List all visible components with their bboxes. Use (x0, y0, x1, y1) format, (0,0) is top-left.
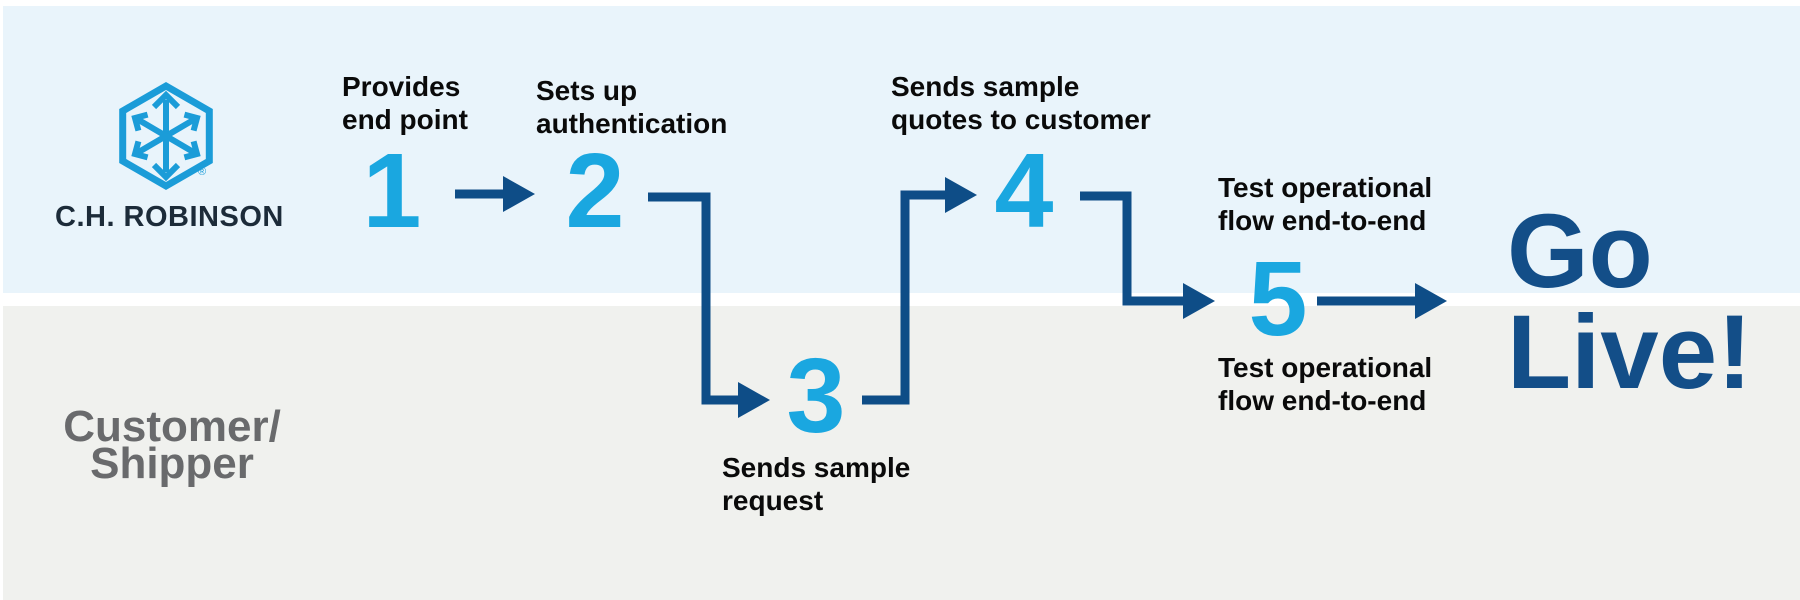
step3-label: Sends sample request (722, 452, 911, 516)
step3-number: 3 (786, 337, 846, 455)
chrobinson-logo-icon: ® (119, 81, 213, 191)
step5-label-bottom: Test operational flow end-to-end (1218, 352, 1433, 416)
go-live-text: Go Live! (1507, 193, 1753, 411)
step2-label: Sets up authentication (536, 75, 728, 139)
step5-number: 5 (1248, 240, 1308, 358)
customer-shipper-label: Customer/ Shipper (63, 402, 281, 488)
step4-label: Sends sample quotes to customer (891, 71, 1151, 135)
step1-label: Provides end point (342, 71, 468, 135)
logo-wordmark: C.H. ROBINSON (55, 201, 284, 233)
step4-number: 4 (994, 132, 1054, 250)
step1-number: 1 (362, 132, 422, 250)
registered-trademark-symbol: ® (198, 166, 206, 178)
step5-label-top: Test operational flow end-to-end (1218, 172, 1433, 236)
step2-number: 2 (565, 132, 625, 250)
